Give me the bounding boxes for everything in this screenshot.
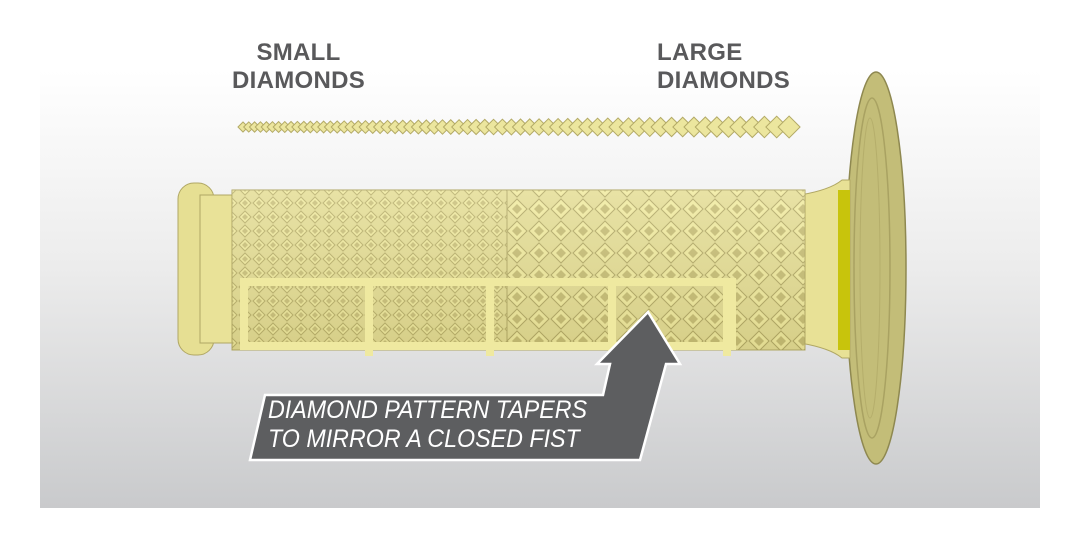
small-label-line1: SMALL bbox=[256, 39, 341, 66]
grip-flange-neck bbox=[799, 179, 851, 359]
small-diamonds-label: SMALL DIAMONDS bbox=[232, 39, 365, 95]
diamond-size-taper-row bbox=[237, 115, 801, 139]
grip-flange-disc bbox=[845, 71, 907, 465]
callout-arrow bbox=[248, 309, 683, 462]
large-label-line2: DIAMONDS bbox=[657, 67, 791, 94]
callout-line1: DIAMOND PATTERN TAPERS bbox=[268, 396, 588, 424]
grip-end-cap bbox=[177, 182, 241, 356]
large-diamonds-label: LARGE DIAMONDS bbox=[657, 39, 790, 95]
diamond-mark bbox=[777, 115, 801, 139]
small-label-line2: DIAMONDS bbox=[232, 67, 366, 94]
callout-text: DIAMOND PATTERN TAPERS TO MIRROR A CLOSE… bbox=[268, 396, 587, 454]
grip-body bbox=[231, 189, 806, 351]
grip-collar bbox=[838, 190, 850, 350]
large-label-line1: LARGE bbox=[657, 39, 743, 66]
grip-window-panels bbox=[240, 278, 736, 356]
callout-line2: TO MIRROR A CLOSED FIST bbox=[268, 425, 580, 453]
